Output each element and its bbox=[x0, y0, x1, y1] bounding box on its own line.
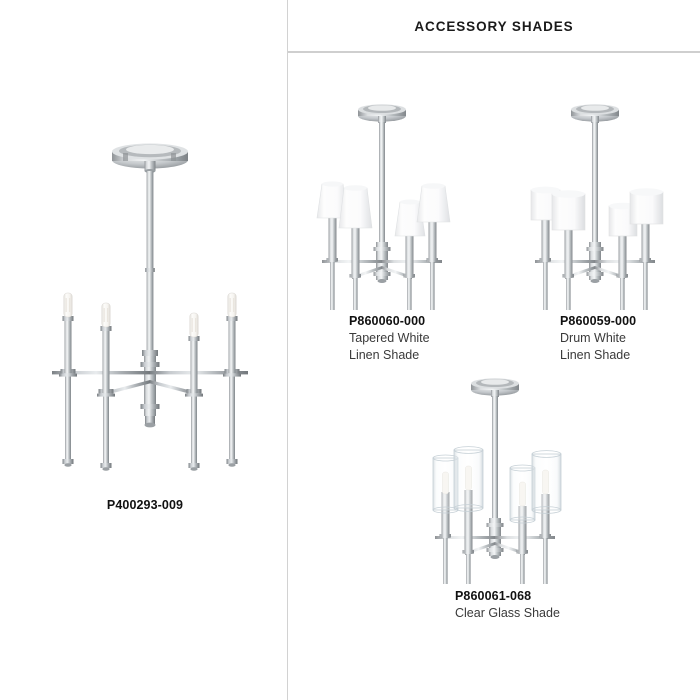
downrod bbox=[379, 122, 385, 242]
section-header-title: ACCESSORY SHADES bbox=[414, 19, 574, 34]
bulb bbox=[189, 312, 199, 338]
accessory-desc-glass-1: Clear Glass Shade bbox=[455, 606, 560, 620]
downrod bbox=[492, 396, 498, 518]
accessory-image-tapered bbox=[300, 88, 492, 310]
shade-arm-left-inner bbox=[551, 190, 586, 310]
shade-arm-left-inner bbox=[338, 185, 373, 310]
glass-shade bbox=[453, 449, 484, 509]
main-product-sku: P400293-009 bbox=[106, 498, 184, 512]
arm-rear-right bbox=[150, 371, 248, 375]
arm-front-right bbox=[150, 380, 196, 396]
accessory-image-drum bbox=[513, 88, 700, 310]
arm-front-left bbox=[104, 380, 150, 396]
canopy bbox=[571, 104, 619, 123]
canopy bbox=[112, 143, 188, 173]
drum-shade bbox=[629, 191, 664, 225]
accessory-desc-drum-1: Drum White bbox=[560, 331, 626, 345]
tapered-shade bbox=[416, 185, 451, 223]
arm-rear-left bbox=[52, 371, 150, 375]
main-product-caption: P400293-009 bbox=[30, 497, 260, 514]
shade-arm-right-outer bbox=[629, 188, 664, 310]
glass-shade bbox=[509, 467, 536, 521]
bulb bbox=[63, 292, 73, 318]
shade-arm-right-outer bbox=[416, 183, 451, 310]
shade-arm-left-inner bbox=[453, 446, 484, 584]
accessory-desc-tapered-2: Linen Shade bbox=[349, 348, 420, 362]
candle-arm-right-outer bbox=[223, 292, 241, 467]
main-product-image bbox=[18, 128, 282, 488]
accessory-caption-drum: P860059-000 Drum White Linen Shade bbox=[560, 313, 700, 364]
tapered-shade bbox=[338, 187, 373, 229]
accessory-caption-glass: P860061-068 Clear Glass Shade bbox=[455, 588, 675, 622]
accessory-sku-tapered: P860060-000 bbox=[349, 314, 426, 328]
accessory-desc-tapered-1: Tapered White bbox=[349, 331, 430, 345]
downrod bbox=[146, 171, 154, 351]
accessory-sku-glass: P860061-068 bbox=[455, 589, 532, 603]
shade-arm-right-inner bbox=[509, 464, 536, 584]
accessory-caption-tapered: P860060-000 Tapered White Linen Shade bbox=[349, 313, 519, 364]
accessory-image-glass bbox=[413, 362, 605, 584]
canopy bbox=[358, 104, 406, 123]
accessory-desc-drum-2: Linen Shade bbox=[560, 348, 631, 362]
candle-arm-left-inner bbox=[97, 302, 115, 471]
canopy bbox=[471, 378, 519, 397]
drum-shade bbox=[551, 193, 586, 231]
vertical-divider bbox=[287, 0, 288, 700]
shade-arm-right-inner bbox=[394, 199, 426, 310]
shade-arm-right-outer bbox=[531, 450, 562, 584]
candle-arm-right-inner bbox=[185, 312, 203, 471]
bulb bbox=[227, 292, 237, 318]
accessory-sku-drum: P860059-000 bbox=[560, 314, 637, 328]
bulb bbox=[101, 302, 111, 328]
horizontal-divider bbox=[288, 51, 700, 53]
glass-shade bbox=[531, 453, 562, 511]
center-hub bbox=[140, 350, 160, 428]
downrod bbox=[592, 122, 598, 242]
candle-arm-left-outer bbox=[59, 292, 77, 467]
